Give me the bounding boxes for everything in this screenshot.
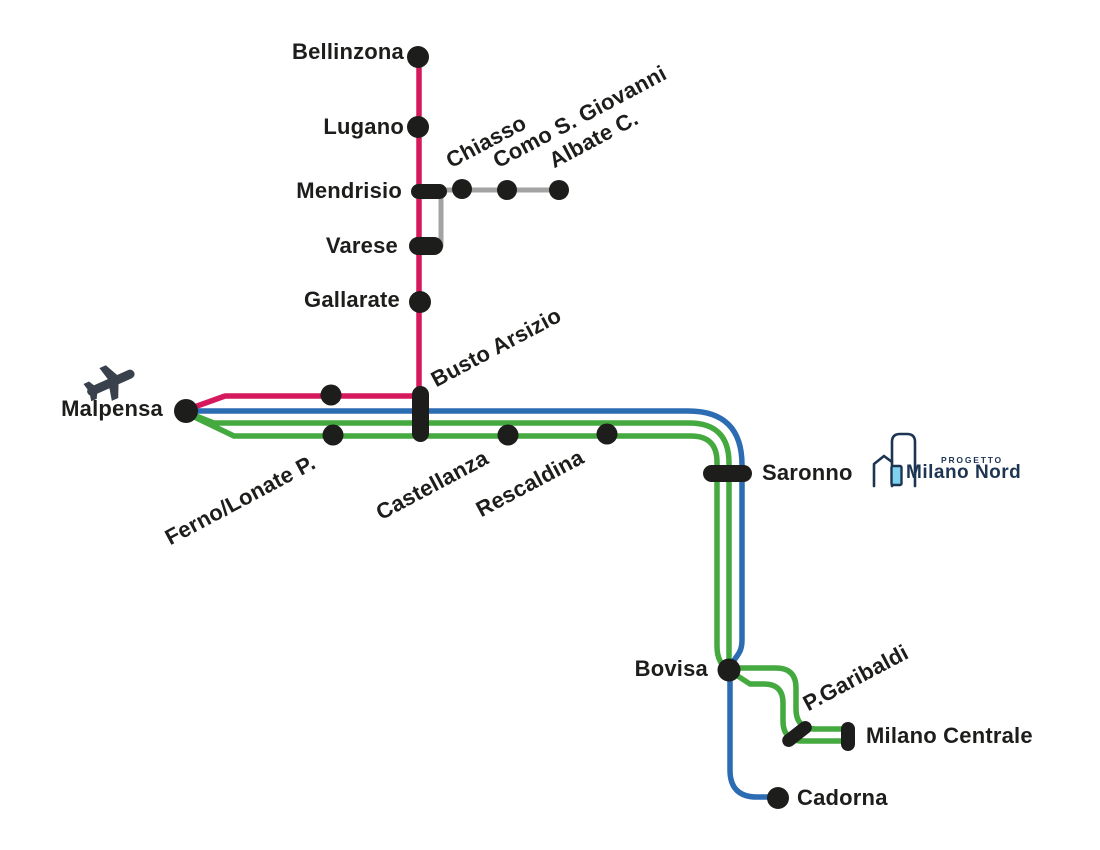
blue-line bbox=[183, 408, 781, 800]
logo-buildings-icon bbox=[872, 432, 917, 488]
logo-progetto-text: PROGETTO bbox=[941, 455, 1003, 465]
station-dot-rescaldina bbox=[596, 423, 618, 445]
station-label-gallarate: Gallarate bbox=[304, 287, 400, 312]
station-dot-ferno-lonate-green bbox=[322, 424, 344, 446]
logo-name-text: Milano Nord bbox=[906, 462, 1022, 483]
station-label-bovisa: Bovisa bbox=[634, 656, 708, 681]
station-label-cadorna: Cadorna bbox=[797, 785, 888, 810]
station-dot-lugano bbox=[407, 116, 429, 138]
station-marker-mendrisio bbox=[411, 184, 447, 199]
station-dot-ferno-lonate-red bbox=[320, 384, 342, 406]
station-dot-cadorna bbox=[767, 787, 789, 809]
station-dot-castellanza bbox=[497, 424, 519, 446]
station-dot-como-s-giovanni bbox=[497, 180, 517, 200]
station-marker-p-garibaldi bbox=[782, 721, 812, 747]
station-dot-bellinzona bbox=[407, 46, 429, 68]
station-label-mendrisio: Mendrisio bbox=[296, 178, 402, 203]
station-dot-albate-c bbox=[549, 180, 569, 200]
station-label-lugano: Lugano bbox=[323, 114, 404, 139]
green-line-lower bbox=[183, 410, 732, 672]
green-line-upper bbox=[183, 409, 732, 673]
station-label-bellinzona: Bellinzona bbox=[291, 39, 404, 64]
station-label-milano-centrale: Milano Centrale bbox=[866, 723, 1033, 748]
red-line-malpensa-branch bbox=[183, 393, 420, 413]
station-marker-busto-arsizio bbox=[412, 386, 429, 442]
station-label-malpensa: Malpensa bbox=[61, 396, 163, 421]
station-marker-varese bbox=[409, 237, 443, 255]
station-dot-bovisa bbox=[717, 658, 741, 682]
station-marker-saronno bbox=[703, 465, 752, 482]
airplane-icon bbox=[83, 365, 135, 402]
station-label-saronno: Saronno bbox=[762, 460, 853, 485]
station-dot-chiasso bbox=[452, 179, 472, 199]
station-markers bbox=[174, 46, 855, 809]
station-dot-malpensa bbox=[174, 399, 198, 423]
station-marker-milano-centrale bbox=[841, 722, 855, 751]
station-dot-gallarate bbox=[409, 291, 431, 313]
station-label-varese: Varese bbox=[325, 233, 398, 258]
